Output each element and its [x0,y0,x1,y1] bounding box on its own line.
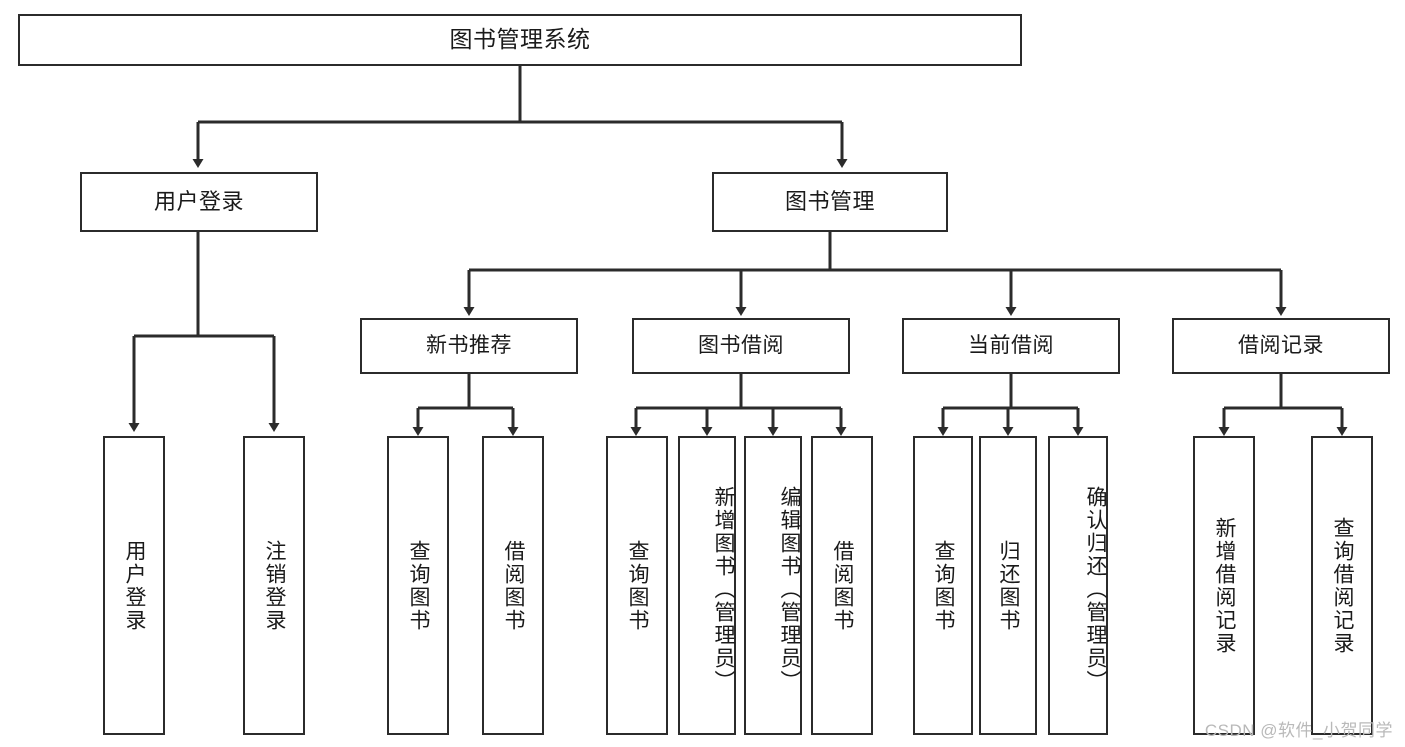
node-label: 新书推荐 [426,334,512,358]
node-label: 查询图书 [626,539,650,632]
node-root-system[interactable]: 图书管理系统 [18,14,1022,66]
node-label: 用户登录 [123,539,147,632]
leaf-query-book-current[interactable]: 查询图书 [913,436,973,735]
watermark-text: CSDN @软件_小贺同学 [1204,721,1393,740]
node-label: 归还图书 [997,539,1021,632]
leaf-borrow-book-recommend[interactable]: 借阅图书 [482,436,544,735]
leaf-query-book-borrow[interactable]: 查询图书 [606,436,668,735]
leaf-user-login[interactable]: 用户登录 [103,436,165,735]
node-label: 用户登录 [153,188,244,214]
node-label: 图书借阅 [698,334,784,358]
node-label: 图书管理系统 [449,26,591,53]
node-label: 查询图书 [932,539,956,632]
node-label: 当前借阅 [968,334,1054,358]
node-label: 图书管理 [784,188,875,214]
leaf-edit-book-admin[interactable]: 编辑图书（管理员） [744,436,802,735]
node-new-book-recommend[interactable]: 新书推荐 [360,318,578,374]
node-label: 借阅记录 [1238,334,1324,358]
node-label: 注销登录 [263,539,287,632]
node-label: 新增图书（管理员） [712,486,735,693]
node-label: 确认归还（管理员） [1084,486,1107,693]
node-label: 查询图书 [407,539,431,632]
leaf-confirm-return-admin[interactable]: 确认归还（管理员） [1048,436,1108,735]
node-label: 借阅图书 [831,539,855,632]
leaf-borrow-book[interactable]: 借阅图书 [811,436,873,735]
leaf-add-borrow-record[interactable]: 新增借阅记录 [1193,436,1255,735]
node-user-login[interactable]: 用户登录 [80,172,318,232]
leaf-query-book-recommend[interactable]: 查询图书 [387,436,449,735]
node-label: 查询借阅记录 [1331,516,1355,655]
leaf-add-book-admin[interactable]: 新增图书（管理员） [678,436,736,735]
leaf-query-borrow-record[interactable]: 查询借阅记录 [1311,436,1373,735]
leaf-logout[interactable]: 注销登录 [243,436,305,735]
node-book-borrow[interactable]: 图书借阅 [632,318,850,374]
node-current-borrow[interactable]: 当前借阅 [902,318,1120,374]
node-book-management[interactable]: 图书管理 [712,172,948,232]
node-borrow-record[interactable]: 借阅记录 [1172,318,1390,374]
node-label: 编辑图书（管理员） [778,486,801,693]
leaf-return-book[interactable]: 归还图书 [979,436,1037,735]
node-label: 借阅图书 [502,539,526,632]
node-label: 新增借阅记录 [1213,516,1237,655]
